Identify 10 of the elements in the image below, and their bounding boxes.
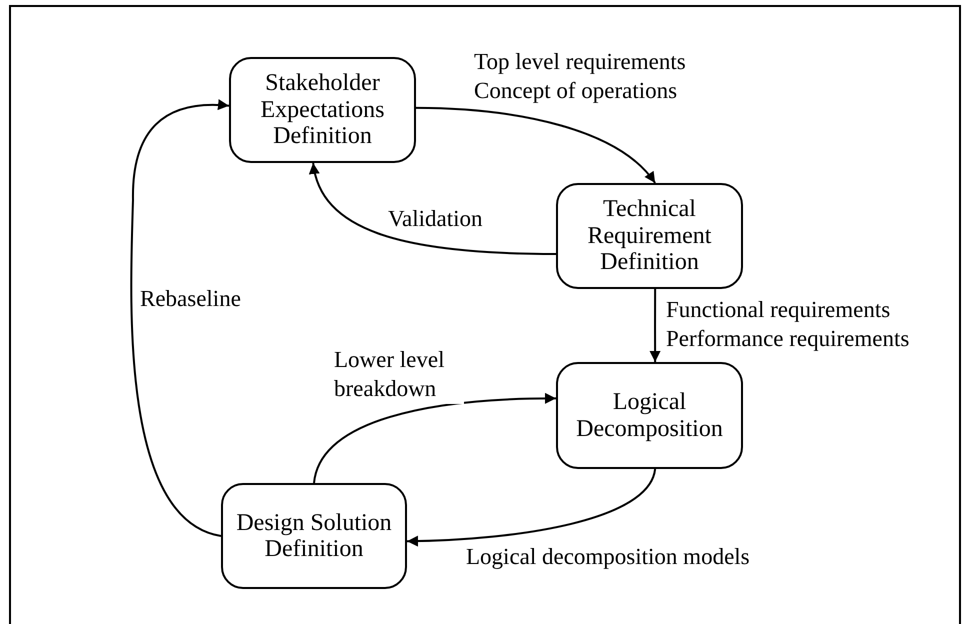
arrow [650, 289, 661, 362]
arrow [313, 393, 556, 484]
arrow [130, 100, 230, 537]
arrow [406, 468, 656, 547]
arrow [310, 162, 556, 256]
process-box: Logical Decomposition [556, 362, 743, 469]
process-box: Design Solution Definition [221, 483, 407, 589]
process-box: Stakeholder Expectations Definition [229, 57, 416, 163]
process-box: Technical Requirement Definition [556, 183, 743, 289]
arrow [416, 106, 656, 184]
